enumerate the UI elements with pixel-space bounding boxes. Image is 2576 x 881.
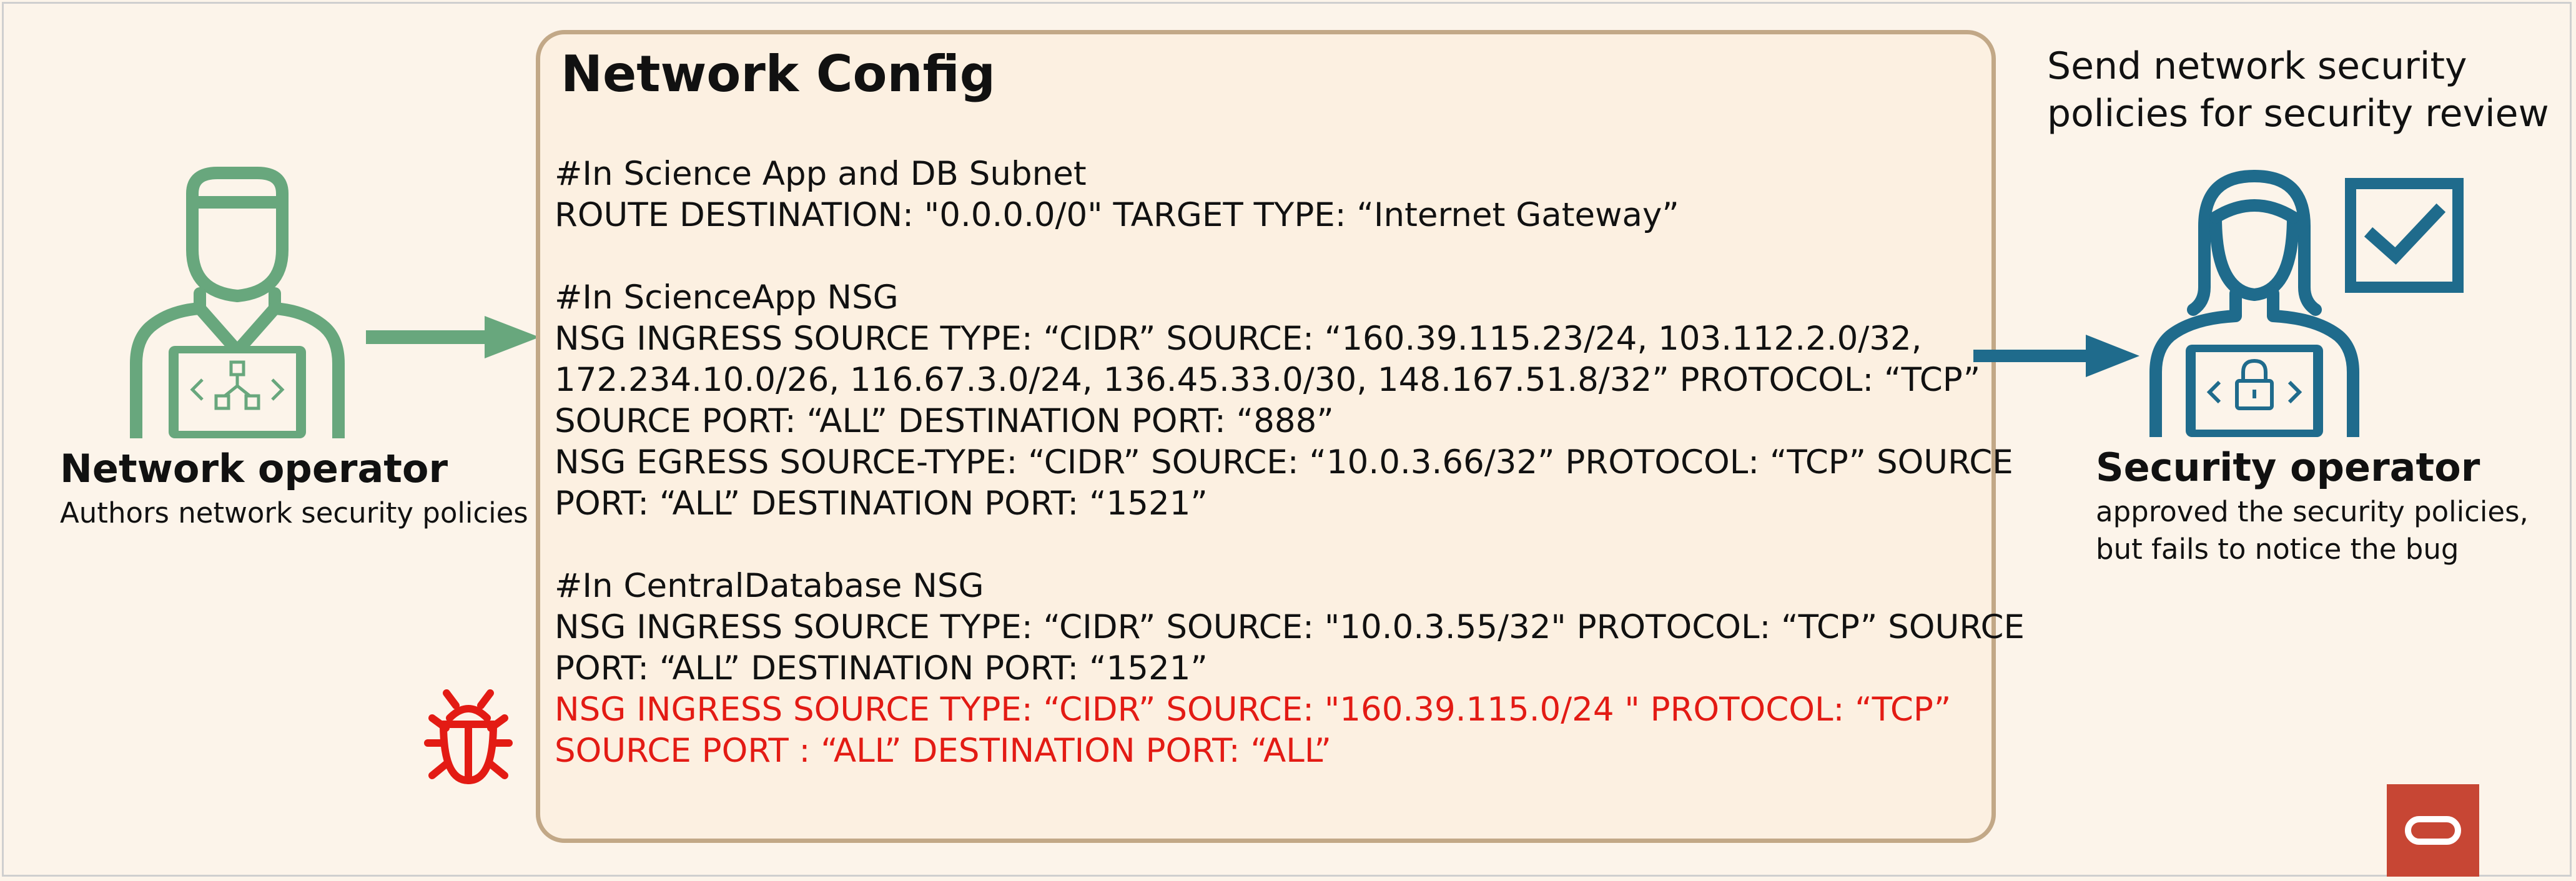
config-line: SOURCE PORT: “ALL” DESTINATION PORT: “88… — [555, 402, 1334, 440]
review-note-line2: policies for security review — [2047, 92, 2549, 135]
security-operator-description-line1: approved the security policies, — [2096, 495, 2529, 528]
person-laptop-network-icon — [130, 167, 345, 438]
config-line: 172.234.10.0/26, 116.67.3.0/24, 136.45.3… — [555, 361, 1981, 399]
network-config-panel — [536, 30, 1996, 843]
config-line: NSG INGRESS SOURCE TYPE: “CIDR” SOURCE: … — [555, 320, 1922, 358]
config-line: #In ScienceApp NSG — [555, 278, 899, 317]
config-line-bug: NSG INGRESS SOURCE TYPE: “CIDR” SOURCE: … — [555, 691, 1952, 729]
arrow-right-icon — [366, 316, 540, 358]
config-line: PORT: “ALL” DESTINATION PORT: “1521” — [555, 649, 1208, 687]
config-line: NSG INGRESS SOURCE TYPE: “CIDR” SOURCE: … — [555, 608, 2025, 646]
config-line-bug: SOURCE PORT : “ALL” DESTINATION PORT: “A… — [555, 732, 1331, 770]
review-note-line1: Send network security — [2047, 44, 2467, 88]
review-note: Send network security policies for secur… — [2047, 42, 2549, 137]
config-line: PORT: “ALL” DESTINATION PORT: “1521” — [555, 485, 1208, 523]
config-line: #In Science App and DB Subnet — [555, 155, 1087, 193]
config-line: NSG EGRESS SOURCE-TYPE: “CIDR” SOURCE: “… — [555, 443, 2013, 481]
config-line: ROUTE DESTINATION: "0.0.0.0/0" TARGET TY… — [555, 196, 1679, 234]
checkbox-checked-icon — [2345, 178, 2464, 293]
network-operator-title: Network operator — [60, 446, 448, 491]
oracle-logo-icon — [2387, 784, 2479, 877]
panel-title: Network Config — [561, 45, 996, 103]
security-operator-description-line2: but fails to notice the bug — [2096, 533, 2459, 566]
person-laptop-lock-icon — [2149, 170, 2359, 437]
security-operator-title: Security operator — [2096, 445, 2480, 490]
network-operator-description: Authors network security policies — [60, 496, 528, 529]
arrow-right-icon — [1973, 335, 2139, 377]
config-line: #In CentralDatabase NSG — [555, 567, 984, 605]
bug-icon — [424, 689, 513, 784]
